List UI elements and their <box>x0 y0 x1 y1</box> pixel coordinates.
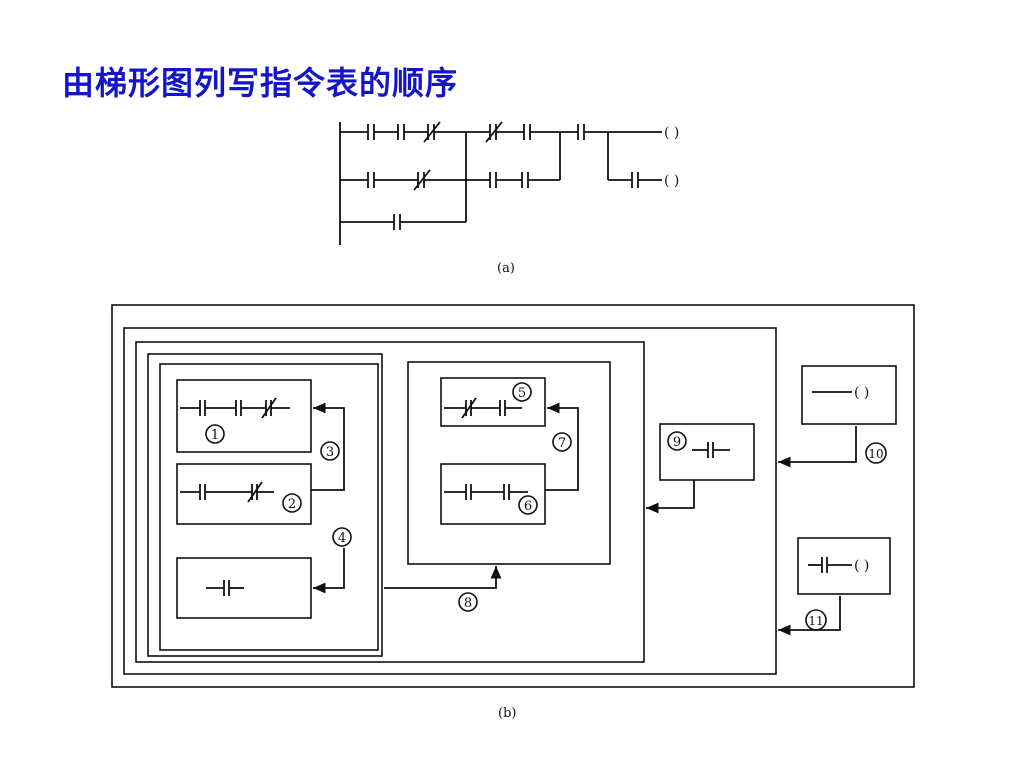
step-label-6: 6 <box>518 495 538 515</box>
block-output-10-frame <box>801 365 897 425</box>
coil-output-11: ( ) <box>854 558 869 574</box>
frame-outer <box>111 304 915 688</box>
no-contact <box>489 172 497 188</box>
svg-text:8: 8 <box>464 596 472 611</box>
rung-1: ( ) <box>340 121 679 143</box>
svg-text:10: 10 <box>868 447 883 461</box>
frame-level-3 <box>147 353 383 657</box>
step-label-1: 1 <box>205 424 225 444</box>
block-1 <box>176 379 312 453</box>
block-output-10: ( ) <box>801 365 897 425</box>
svg-text:4: 4 <box>338 531 346 546</box>
slide-title: 由梯形图列写指令表的顺序 <box>62 64 459 102</box>
step-label-5: 5 <box>512 382 532 402</box>
block-6-frame <box>440 463 546 525</box>
connector-8 <box>384 566 502 589</box>
diagram-b: ( ) ( ) 1 2 3 <box>111 304 915 721</box>
connector-10 <box>778 426 857 468</box>
rung-2: ( ) <box>340 132 679 222</box>
frame-level-2 <box>135 341 645 663</box>
svg-text:1: 1 <box>211 428 219 443</box>
frame-middle-block <box>407 361 611 565</box>
connector-4 <box>313 548 345 594</box>
no-contact <box>521 172 529 188</box>
no-contact <box>393 214 401 230</box>
block-5 <box>440 377 546 427</box>
block-5-frame <box>440 377 546 427</box>
step-label-11: 11 <box>805 609 827 631</box>
svg-text:7: 7 <box>558 436 566 451</box>
step-label-2: 2 <box>282 493 302 513</box>
block-9-frame <box>659 423 755 481</box>
svg-text:6: 6 <box>524 499 532 514</box>
diagram-a: ( ) <box>339 121 679 276</box>
connector-3 <box>311 402 345 491</box>
no-contact <box>577 124 585 140</box>
step-label-10: 10 <box>865 442 887 464</box>
block-output-11: ( ) <box>797 537 891 595</box>
no-contact <box>397 124 405 140</box>
caption-a: (a) <box>497 261 515 276</box>
step-label-3: 3 <box>320 441 340 461</box>
svg-text:9: 9 <box>673 435 681 450</box>
block-output-11-frame <box>797 537 891 595</box>
block-3-frame <box>176 557 312 619</box>
svg-text:5: 5 <box>518 386 526 401</box>
step-label-4: 4 <box>332 527 352 547</box>
coil-output-1: ( ) <box>664 125 679 141</box>
frame-left-block <box>159 363 379 651</box>
connector-9 <box>646 480 695 514</box>
no-contact <box>367 172 375 188</box>
block-3 <box>176 557 312 619</box>
block-2 <box>176 463 312 525</box>
no-contact <box>631 172 639 188</box>
no-contact <box>367 124 375 140</box>
step-label-9: 9 <box>667 431 687 451</box>
connector-11 <box>778 596 841 636</box>
step-label-8: 8 <box>458 592 478 612</box>
frame-level-1 <box>123 327 777 675</box>
step-labels: 1 2 3 4 5 6 7 <box>205 382 887 631</box>
coil-output-10: ( ) <box>854 385 869 401</box>
step-label-7: 7 <box>552 432 572 452</box>
svg-text:11: 11 <box>808 614 823 628</box>
svg-text:3: 3 <box>326 445 334 460</box>
caption-b: (b) <box>498 706 516 721</box>
coil-output-2: ( ) <box>664 173 679 189</box>
block-9 <box>659 423 755 481</box>
svg-text:2: 2 <box>288 497 296 512</box>
block-2-frame <box>176 463 312 525</box>
block-6 <box>440 463 546 525</box>
block-1-frame <box>176 379 312 453</box>
rung-3 <box>340 214 466 230</box>
no-contact <box>523 124 531 140</box>
connector-7 <box>545 402 579 491</box>
